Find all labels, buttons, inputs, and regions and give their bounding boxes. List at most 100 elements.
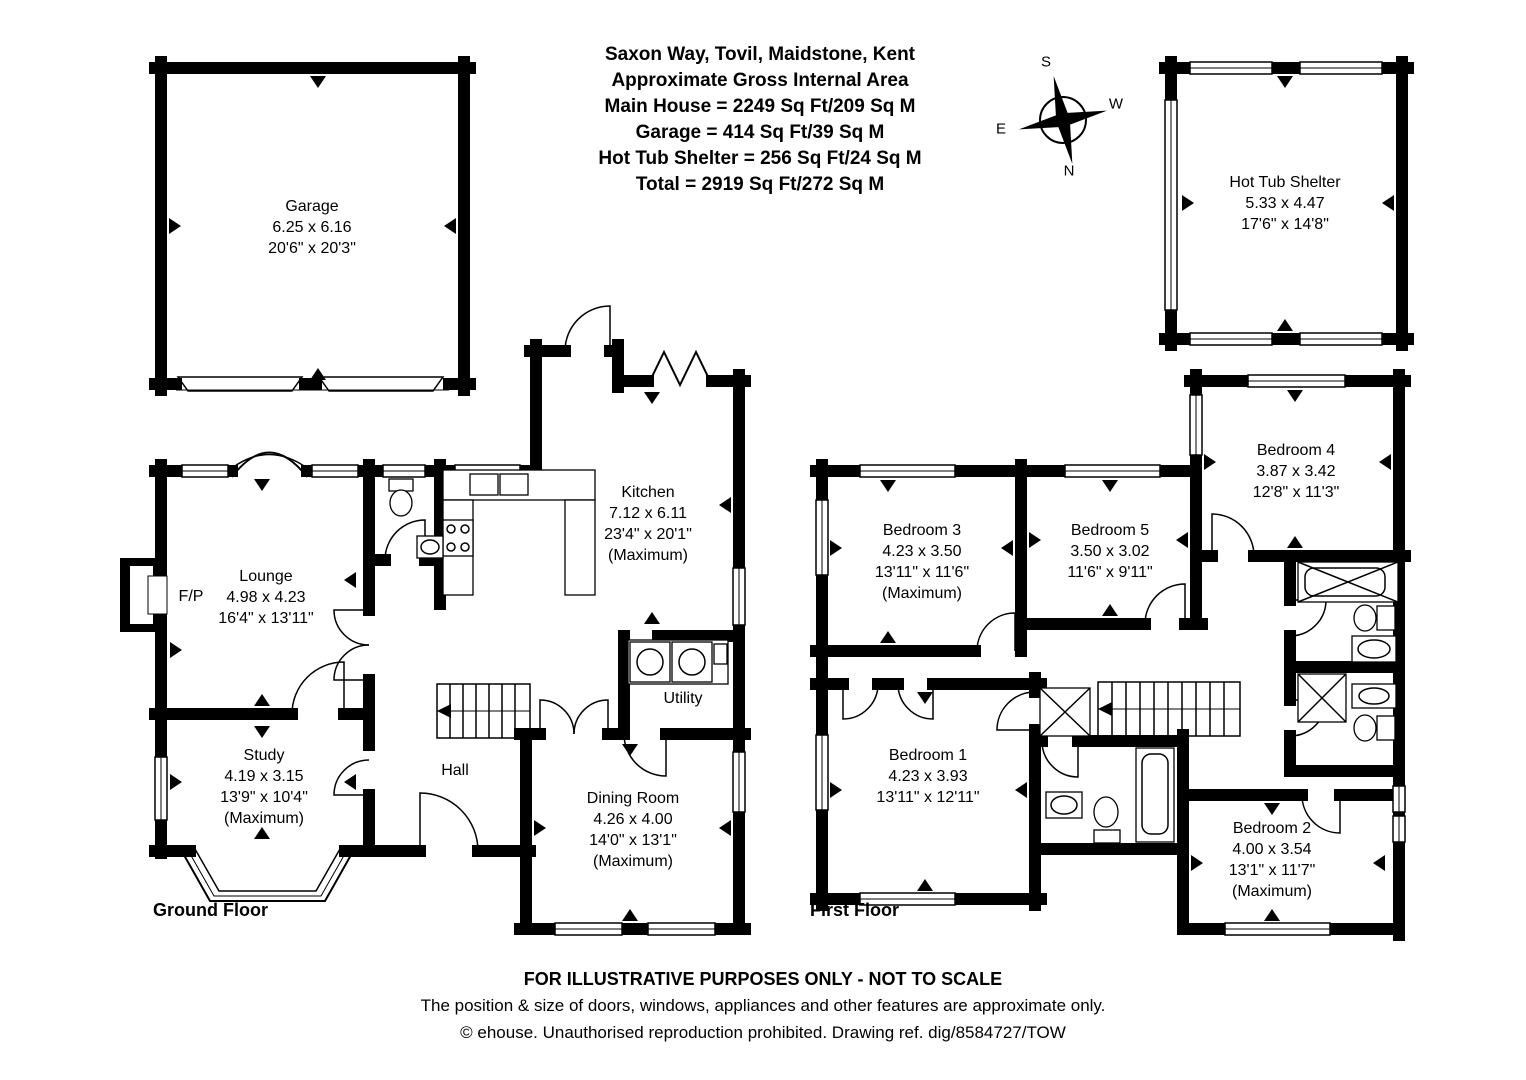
main-house-area: Main House = 2249 Sq Ft/209 Sq M: [604, 96, 916, 117]
dining-double-door-arc: [539, 699, 575, 735]
utility-door-arc: [623, 733, 667, 777]
bedroom-2-door-arc: [1301, 794, 1341, 834]
window: [1224, 922, 1331, 936]
study-door-arc: [333, 759, 370, 796]
wc-fixtures: [388, 478, 444, 559]
sink-icon: [1351, 635, 1397, 663]
measurement-arrows-ground: [170, 392, 731, 921]
room-name: Bedroom 3: [882, 522, 962, 539]
room-dims-imperial: 23'4" x 20'1": [604, 526, 692, 543]
hot-tub-shelter-plan: [1159, 56, 1414, 351]
room-dims-metric: 4.26 x 4.00: [593, 811, 673, 828]
compass-west-label: W: [1108, 95, 1124, 113]
room-dims-metric: 4.00 x 3.54: [1232, 841, 1312, 858]
hot-tub-shelter-label: Hot Tub Shelter 5.33 x 4.47 17'6" x 14'8…: [1229, 172, 1340, 235]
room-dims-metric: 3.50 x 3.02: [1070, 543, 1150, 560]
first-floor-fixtures: [1039, 561, 1399, 844]
room-dims-metric: 6.25 x 6.16: [272, 219, 352, 236]
window: [1299, 61, 1383, 75]
ground-floor-doors: [291, 305, 667, 852]
window: [1164, 99, 1178, 311]
sink-icon: [713, 643, 728, 665]
sink-icon: [1351, 683, 1397, 709]
window: [154, 756, 168, 821]
compass-south-label: S: [1040, 53, 1052, 71]
fireplace-text: F/P: [178, 588, 204, 605]
window: [311, 464, 359, 478]
stairs-direction-arrow: [1098, 702, 1112, 716]
utility-fixtures: [627, 639, 729, 685]
window: [1392, 785, 1406, 813]
window: [647, 922, 716, 936]
disclaimer-line2: The position & size of doors, windows, a…: [420, 996, 1106, 1015]
window: [1064, 464, 1161, 478]
room-name: Dining Room: [586, 790, 680, 807]
wardrobe-door-arc: [842, 683, 879, 720]
room-name: Hall: [441, 762, 469, 779]
window: [815, 734, 829, 811]
room-dims-note: (Maximum): [608, 547, 688, 564]
kitchen-label: Kitchen 7.12 x 6.11 23'4" x 20'1" (Maxim…: [604, 482, 692, 566]
study-label: Study 4.19 x 3.15 13'9" x 10'4" (Maximum…: [220, 745, 308, 829]
first-floor-label: First Floor: [810, 900, 899, 920]
garage-plan: [149, 56, 476, 396]
first-floor-windows: [815, 374, 1406, 936]
area-heading: Approximate Gross Internal Area: [611, 70, 909, 91]
room-dims-imperial: 13'11" x 11'6": [874, 564, 970, 581]
room-name: Bedroom 5: [1070, 522, 1150, 539]
staircase-first: [1097, 681, 1241, 737]
room-dims-metric: 4.19 x 3.15: [224, 768, 304, 785]
room-name: Utility: [663, 690, 703, 707]
bath-icon: [1297, 561, 1399, 603]
window: [859, 892, 956, 906]
wc-door-arc: [384, 519, 426, 561]
wardrobe-door-arc: [897, 683, 934, 720]
lounge-study-door-arc: [291, 661, 345, 715]
bow-window: [231, 451, 308, 478]
bedroom-5-label: Bedroom 5 3.50 x 3.02 11'6" x 9'11": [1067, 520, 1152, 583]
window: [1299, 332, 1383, 346]
stairs-direction-arrow: [437, 704, 451, 718]
hot-tub-area: Hot Tub Shelter = 256 Sq Ft/24 Sq M: [598, 148, 922, 169]
hall-label: Hall: [441, 760, 469, 781]
window: [1189, 332, 1273, 346]
room-name: Bedroom 2: [1232, 820, 1312, 837]
room-dims-imperial: 13'1" x 11'7": [1228, 862, 1316, 879]
bedroom-1-label: Bedroom 1 4.23 x 3.93 13'11" x 12'11": [876, 745, 979, 808]
room-dims-note: (Maximum): [882, 585, 962, 602]
hob-icon: [442, 519, 474, 557]
sink-icon: [1045, 791, 1083, 819]
room-dims-imperial: 20'6" x 20'3": [268, 240, 356, 257]
chimney-zigzag: [647, 349, 713, 388]
compass-east-label: E: [995, 120, 1007, 138]
garage-door-icon: [176, 376, 445, 392]
dining-room-label: Dining Room 4.26 x 4.00 14'0" x 13'1" (M…: [587, 788, 679, 872]
room-dims-metric: 5.33 x 4.47: [1245, 195, 1325, 212]
bedroom-2-label: Bedroom 2 4.00 x 3.54 13'1" x 11'7" (Max…: [1229, 818, 1316, 902]
shower-icon: [1297, 673, 1347, 723]
window: [732, 567, 746, 626]
lounge-door-arc: [333, 644, 370, 681]
room-dims-imperial: 13'11" x 12'11": [876, 789, 980, 806]
window: [554, 922, 623, 936]
room-dims-imperial: 11'6" x 9'11": [1067, 564, 1153, 581]
room-name: Hot Tub Shelter: [1229, 174, 1341, 191]
bedroom-3-label: Bedroom 3 4.23 x 3.50 13'11" x 11'6" (Ma…: [875, 520, 969, 604]
room-name: Lounge: [239, 568, 293, 585]
room-dims-metric: 4.23 x 3.93: [888, 768, 968, 785]
bedroom-5-door-arc: [1144, 583, 1186, 625]
bedroom-4-door-arc: [1211, 513, 1255, 557]
garage-label: Garage 6.25 x 6.16 20'6" x 20'3": [268, 196, 356, 259]
room-dims-imperial: 13'9" x 10'4": [220, 789, 308, 806]
room-dims-metric: 4.98 x 4.23: [226, 589, 306, 606]
total-area: Total = 2919 Sq Ft/272 Sq M: [635, 174, 885, 195]
measurement-arrows-first: [830, 390, 1391, 921]
toilet-icon: [1093, 796, 1121, 844]
washing-machine-icon: [629, 641, 671, 683]
compass-north-label: N: [1063, 162, 1075, 180]
fireplace-label: F/P: [179, 586, 204, 607]
disclaimer-line3: © ehouse. Unauthorised reproduction proh…: [460, 1023, 1066, 1042]
window: [1189, 61, 1273, 75]
